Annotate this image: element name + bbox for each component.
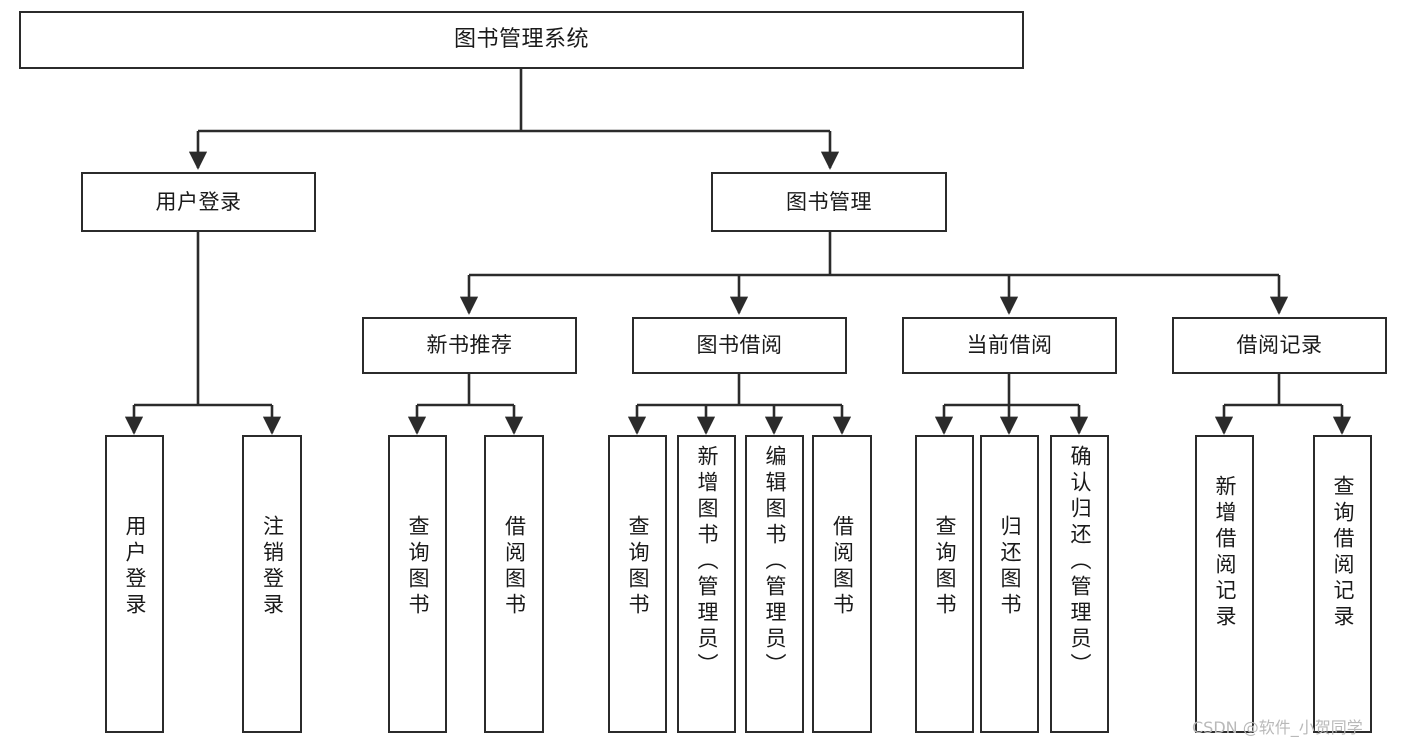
node-book-manage[interactable]: 图书管理: [711, 172, 947, 232]
leaf-confirm-return-label: 确认归还（管理员）: [1068, 445, 1092, 679]
leaf-logout-label: 注销登录: [260, 515, 285, 619]
leaf-query-book-3-label: 查询图书: [933, 515, 957, 619]
node-current-borrow-label: 当前借阅: [966, 333, 1053, 358]
leaf-query-record-label: 查询借阅记录: [1331, 475, 1355, 631]
node-root-label: 图书管理系统: [453, 27, 589, 53]
leaf-add-book[interactable]: 新增图书（管理员）: [677, 435, 736, 733]
leaf-query-book-1-label: 查询图书: [406, 515, 430, 619]
leaf-borrow-book-2-label: 借阅图书: [830, 515, 855, 619]
leaf-query-book-1[interactable]: 查询图书: [388, 435, 447, 733]
leaf-user-login-label: 用户登录: [123, 515, 147, 619]
leaf-edit-book-label: 编辑图书（管理员）: [763, 445, 787, 679]
leaf-borrow-book-1[interactable]: 借阅图书: [484, 435, 544, 733]
node-user-login-label: 用户登录: [155, 189, 242, 214]
node-root[interactable]: 图书管理系统: [19, 11, 1024, 69]
node-book-manage-label: 图书管理: [786, 189, 872, 214]
node-new-book-rec-label: 新书推荐: [426, 333, 513, 358]
leaf-add-record-label: 新增借阅记录: [1213, 475, 1237, 631]
node-borrow-record-label: 借阅记录: [1236, 333, 1323, 358]
leaf-return-book-label: 归还图书: [998, 515, 1022, 619]
leaf-query-book-2-label: 查询图书: [626, 515, 650, 619]
node-borrow-record[interactable]: 借阅记录: [1172, 317, 1387, 374]
leaf-edit-book[interactable]: 编辑图书（管理员）: [745, 435, 804, 733]
leaf-return-book[interactable]: 归还图书: [980, 435, 1039, 733]
leaf-add-book-label: 新增图书（管理员）: [695, 445, 719, 679]
leaf-query-book-3[interactable]: 查询图书: [915, 435, 974, 733]
leaf-query-record[interactable]: 查询借阅记录: [1313, 435, 1372, 733]
node-current-borrow[interactable]: 当前借阅: [902, 317, 1117, 374]
node-new-book-rec[interactable]: 新书推荐: [362, 317, 577, 374]
watermark-text: CSDN @软件_小贺同学: [1192, 718, 1363, 737]
leaf-add-record[interactable]: 新增借阅记录: [1195, 435, 1254, 733]
node-book-borrow-label: 图书借阅: [696, 333, 783, 358]
leaf-borrow-book-1-label: 借阅图书: [502, 515, 527, 619]
leaf-user-login[interactable]: 用户登录: [105, 435, 164, 733]
node-book-borrow[interactable]: 图书借阅: [632, 317, 847, 374]
leaf-logout[interactable]: 注销登录: [242, 435, 302, 733]
node-user-login[interactable]: 用户登录: [81, 172, 316, 232]
leaf-borrow-book-2[interactable]: 借阅图书: [812, 435, 872, 733]
leaf-query-book-2[interactable]: 查询图书: [608, 435, 667, 733]
leaf-confirm-return[interactable]: 确认归还（管理员）: [1050, 435, 1109, 733]
